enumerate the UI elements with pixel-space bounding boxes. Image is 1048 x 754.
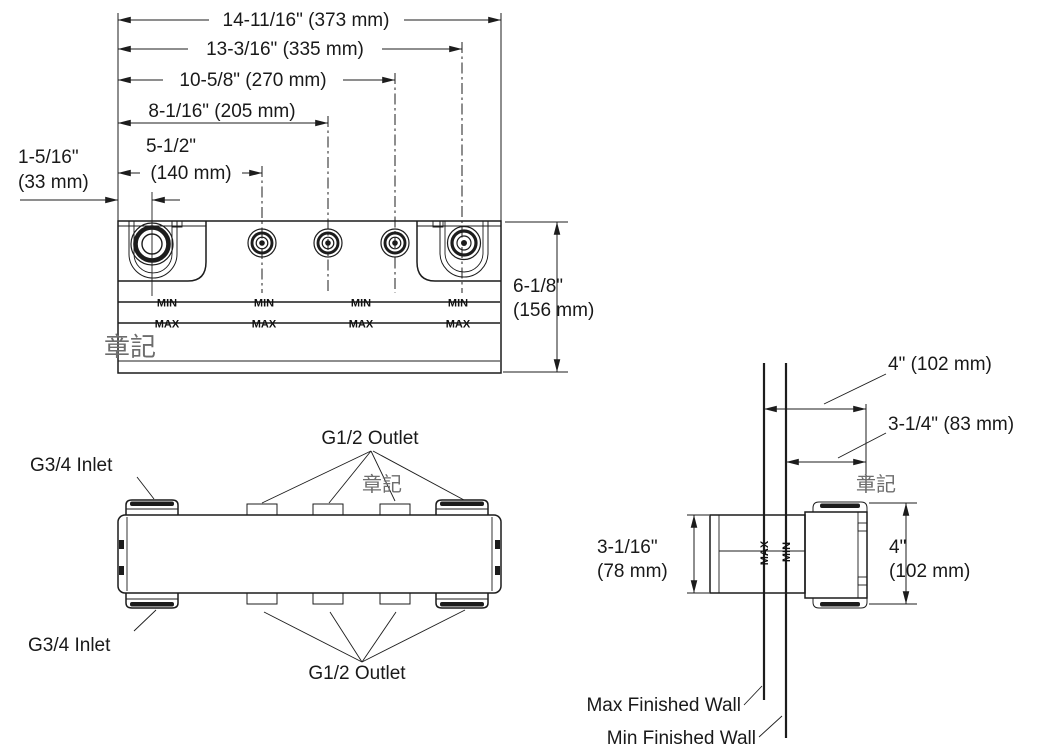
inlet-connection-top-left	[125, 499, 179, 515]
left-inlet-port-front	[128, 221, 178, 279]
threaded-cap-top	[812, 501, 868, 512]
dim-33-inch-label: 1-5/16"	[18, 147, 79, 168]
min-label: MIN	[351, 298, 371, 310]
outlet-port-3	[380, 228, 410, 258]
watermark: 章記	[362, 473, 402, 496]
dim-140-mm-label: (140 mm)	[150, 163, 231, 184]
threaded-cap-bottom	[812, 598, 868, 609]
front-dimension-lines	[20, 16, 568, 373]
dim-335-label: 13-3/16" (335 mm)	[206, 39, 364, 60]
side-valve-body	[709, 501, 868, 609]
outlet-connection-bottom-right	[435, 593, 489, 609]
max-finished-wall-label: Max Finished Wall	[586, 695, 741, 716]
max-label: MAX	[155, 319, 180, 331]
min-label: MIN	[448, 298, 468, 310]
dim-face-mm-label: (102 mm)	[889, 561, 970, 582]
side-dimension-lines	[687, 373, 917, 738]
inlet-top-label: G3/4 Inlet	[30, 455, 113, 476]
dim-face-inch-label: 4"	[889, 537, 906, 558]
watermark: 章記	[856, 473, 896, 496]
min-label: MIN	[157, 298, 177, 310]
inlet-bottom-label: G3/4 Inlet	[28, 635, 111, 656]
right-outlet-port-front	[439, 221, 489, 278]
dim-height-mm-label: (156 mm)	[513, 300, 594, 321]
outlet-tabs	[246, 503, 411, 605]
outlet-top-label: G1/2 Outlet	[321, 428, 419, 449]
dim-height-inch-label: 6-1/8"	[513, 276, 563, 297]
dim-max-wall-label: 4" (102 mm)	[888, 354, 992, 375]
min-label-rotated: MIN	[781, 542, 793, 562]
min-max-markings-front: MIN MIN MIN MIN MAX MAX MAX MAX	[155, 298, 471, 331]
dim-depth-inch-label: 3-1/16"	[597, 537, 658, 558]
dim-min-wall-label: 3-1/4" (83 mm)	[888, 414, 1014, 435]
plan-view: G1/2 Outlet G3/4 Inlet G3/4 Inlet G1/2 O…	[28, 428, 502, 684]
outlet-bottom-label: G1/2 Outlet	[308, 663, 406, 684]
dim-140-inch-label: 5-1/2"	[146, 136, 196, 157]
outlet-port-2	[313, 228, 343, 258]
dim-33-mm-label: (33 mm)	[18, 172, 89, 193]
body-top-notch-right	[432, 221, 444, 228]
min-label: MIN	[254, 298, 274, 310]
max-label: MAX	[252, 319, 277, 331]
side-view: MAX MIN 4" (102 mm) 3-1/4" (83 mm) 3-1/1…	[586, 354, 1014, 749]
inlet-connection-bottom-left	[125, 593, 179, 609]
outlet-ports-front	[247, 228, 410, 258]
watermark: 章記	[104, 332, 156, 362]
plan-valve-body	[117, 514, 502, 594]
dim-270-label: 10-5/8" (270 mm)	[179, 70, 326, 91]
max-label-rotated: MAX	[759, 540, 771, 565]
outlet-port-1	[247, 228, 277, 258]
plan-leader-lines	[133, 450, 466, 663]
dim-205-label: 8-1/16" (205 mm)	[148, 101, 295, 122]
dim-overall-width-label: 14-11/16" (373 mm)	[223, 10, 390, 31]
outlet-connection-top-right	[435, 499, 489, 515]
front-valve-body	[117, 220, 502, 374]
max-label: MAX	[349, 319, 374, 331]
max-label: MAX	[446, 319, 471, 331]
front-view: 14-11/16" (373 mm) 13-3/16" (335 mm) 10-…	[18, 10, 594, 374]
min-finished-wall-label: Min Finished Wall	[607, 728, 756, 749]
dim-depth-mm-label: (78 mm)	[597, 561, 668, 582]
